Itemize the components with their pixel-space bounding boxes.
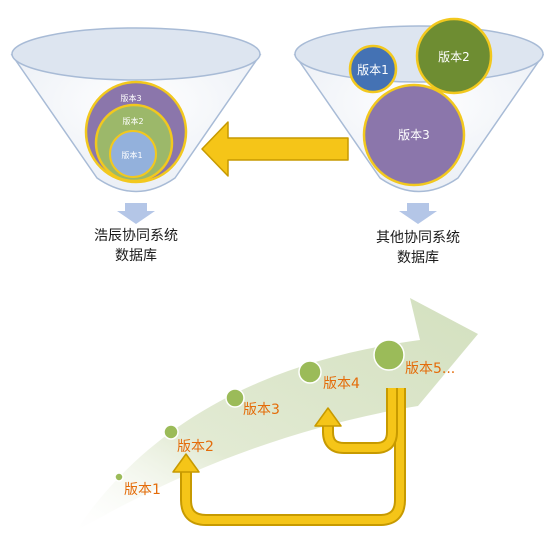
timeline-label-version5: 版本5...	[405, 361, 455, 377]
timeline-label-version1: 版本1	[124, 482, 161, 498]
right-circle-version1	[348, 44, 398, 94]
left-funnel-caption-line1: 浩辰协同系统	[94, 228, 178, 244]
right-circle-version1-label: 版本1	[357, 63, 389, 77]
right-funnel-caption-line1: 其他协同系统	[376, 230, 460, 246]
right-funnel-caption-line2: 数据库	[397, 250, 439, 266]
outer-loop-arrow	[182, 388, 404, 524]
left-funnel-caption: 浩辰协同系统 数据库	[66, 226, 206, 266]
right-circle-version2-label: 版本2	[438, 50, 470, 64]
inner-loop-arrow	[324, 388, 396, 452]
timeline-dot-version1	[114, 472, 124, 482]
outer-loop-arrow-head	[172, 453, 200, 473]
right-down-arrow	[399, 203, 437, 224]
timeline-dot-version3	[225, 388, 245, 408]
timeline-label-version2: 版本2	[177, 439, 214, 455]
left-funnel-caption-line2: 数据库	[115, 248, 157, 264]
right-funnel: 版本1 版本2 版本3	[293, 17, 544, 193]
right-circle-version2	[415, 17, 493, 95]
transfer-arrow	[201, 121, 349, 177]
loop-arrows	[172, 388, 406, 526]
left-circle-version1-label: 版本1	[121, 150, 142, 160]
left-circle-version2-label: 版本2	[122, 116, 143, 126]
left-circle-version3-label: 版本3	[120, 93, 141, 103]
timeline-label-version4: 版本4	[323, 376, 360, 392]
left-circle-version1	[109, 130, 157, 178]
right-circle-version3-label: 版本3	[398, 128, 430, 142]
right-funnel-caption: 其他协同系统 数据库	[348, 228, 488, 268]
timeline-labels: 版本1 版本2 版本3 版本4 版本5...	[124, 361, 455, 498]
timeline-label-version3: 版本3	[243, 402, 280, 418]
right-circle-version3	[362, 83, 466, 187]
left-funnel-rim	[11, 27, 261, 81]
timeline-dots	[114, 339, 405, 482]
left-down-arrow	[117, 203, 155, 224]
timeline-dot-version2	[163, 424, 179, 440]
timeline-dot-version4	[298, 360, 322, 384]
inner-loop-arrow-head	[314, 407, 342, 427]
timeline-dot-version5	[373, 339, 405, 371]
left-funnel: 版本3 版本2 版本1	[10, 27, 262, 193]
